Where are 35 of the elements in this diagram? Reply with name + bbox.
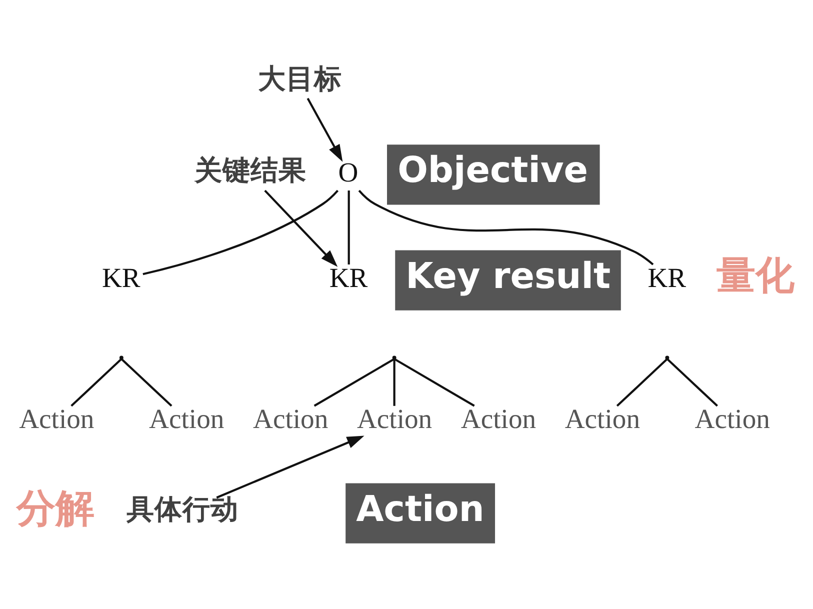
node-text: Action [19,402,94,434]
node-text: KR [102,261,140,292]
node-text: 关键结果 [194,153,307,186]
connector [666,358,718,406]
node-box: Action [346,482,496,543]
node-text: O [338,156,358,187]
connector [616,358,668,406]
node-text: Action [253,402,328,434]
node-text: Action [356,402,432,434]
connector [142,189,339,275]
node-box: Key result [395,250,621,310]
label: 分解 [16,486,95,532]
connector [314,358,395,406]
node-point [392,355,396,360]
arrow [216,435,364,498]
connector [70,358,122,406]
label: 量化 [716,253,795,298]
node-text: Action [694,402,770,434]
node-text: KR [648,261,686,292]
node-text: 具体行动 [126,492,238,525]
node-box: Objective [387,144,600,204]
node-text: Action [460,402,536,434]
node-text: Action [149,402,224,434]
connector [348,190,350,264]
connector [393,358,396,406]
node-text: KR [329,261,368,292]
arrow [264,189,338,266]
node-text: 大目标 [258,61,342,94]
arrow [306,97,343,162]
connector [358,189,654,265]
node-point [665,355,670,360]
connector [120,358,172,406]
node-point [119,355,124,360]
node-text: Action [564,402,640,434]
connector [394,358,475,406]
